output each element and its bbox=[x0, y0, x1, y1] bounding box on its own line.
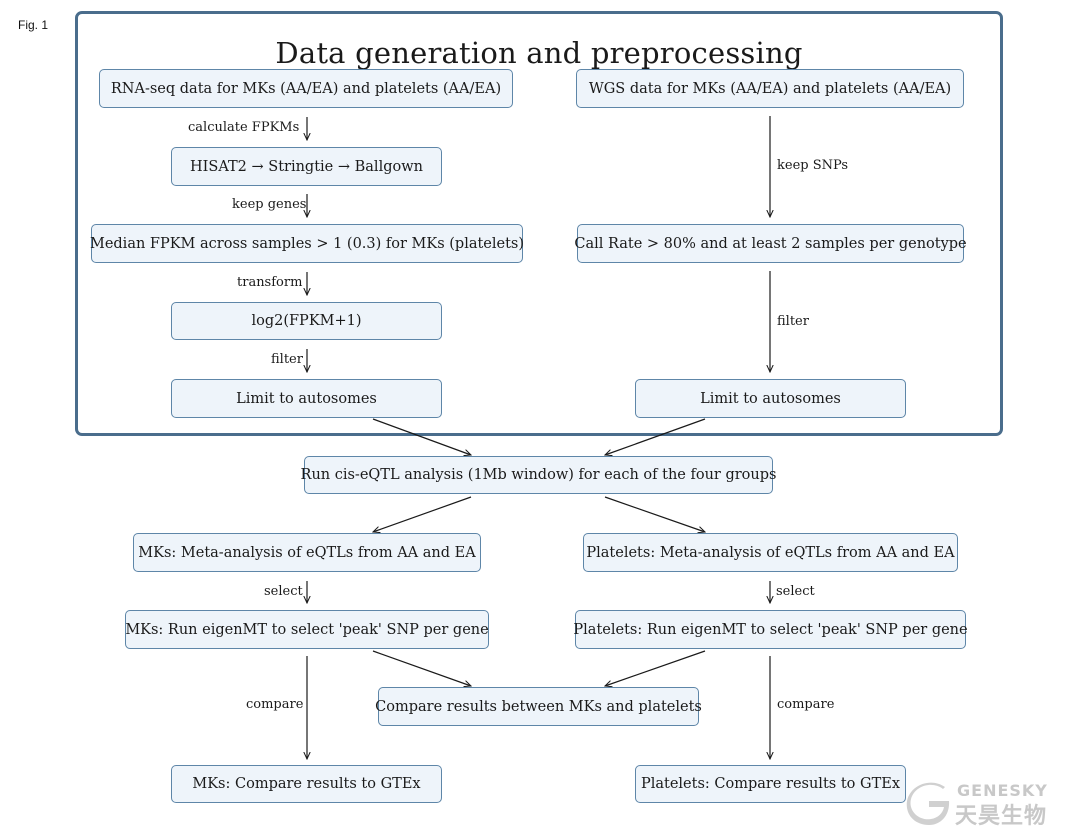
arrow-cis-to-mk bbox=[373, 496, 472, 532]
node-cis-eqtl: Run cis-eQTL analysis (1Mb window) for e… bbox=[301, 456, 776, 494]
edge-label-select-right: select bbox=[776, 584, 815, 599]
node-call-rate: Call Rate > 80% and at least 2 samples p… bbox=[574, 224, 967, 263]
node-limit-right: Limit to autosomes bbox=[635, 379, 906, 418]
arrow-right-to-cis bbox=[605, 418, 706, 455]
node-log2: log2(FPKM+1) bbox=[171, 302, 442, 340]
edge-label-keep-snps: keep SNPs bbox=[777, 158, 849, 173]
panel-title: Data generation and preprocessing bbox=[275, 36, 803, 70]
edge-label-transform: transform bbox=[237, 275, 303, 290]
edge-label-filter-right: filter bbox=[777, 314, 809, 329]
edge-label-select-left: select bbox=[264, 584, 303, 599]
node-platelets-meta: Platelets: Meta-analysis of eQTLs from A… bbox=[583, 533, 958, 572]
logo-text-cn: 天昊生物 bbox=[955, 804, 1048, 829]
node-median-fpkm: Median FPKM across samples > 1 (0.3) for… bbox=[90, 224, 524, 263]
edge-label-calc-fpkm: calculate FPKMs bbox=[188, 120, 300, 135]
edge-label-compare-left: compare bbox=[246, 697, 304, 712]
node-platelets-eigenmt: Platelets: Run eigenMT to select 'peak' … bbox=[573, 610, 968, 649]
figure-label: Fig. 1 bbox=[18, 18, 49, 32]
arrow-platelets-to-compare bbox=[605, 650, 706, 686]
arrow-mk-to-compare bbox=[372, 650, 471, 686]
node-mk-eigenmt: MKs: Run eigenMT to select 'peak' SNP pe… bbox=[125, 610, 489, 649]
preprocessing-panel: Data generation and preprocessing bbox=[75, 11, 1003, 436]
node-mk-gtex: MKs: Compare results to GTEx bbox=[171, 765, 442, 803]
edge-label-filter-left: filter bbox=[271, 352, 303, 367]
node-limit-left: Limit to autosomes bbox=[171, 379, 442, 418]
arrow-cis-to-platelets bbox=[604, 496, 705, 532]
logo-text-en: GENESKY bbox=[957, 781, 1048, 800]
node-mk-meta: MKs: Meta-analysis of eQTLs from AA and … bbox=[133, 533, 481, 572]
edge-label-keep-genes: keep genes bbox=[232, 197, 307, 212]
genesky-logo-icon bbox=[906, 782, 950, 825]
arrow-left-to-cis bbox=[372, 418, 471, 455]
node-platelets-gtex: Platelets: Compare results to GTEx bbox=[635, 765, 906, 803]
edge-label-compare-right: compare bbox=[777, 697, 835, 712]
node-hisat: HISAT2 → Stringtie → Ballgown bbox=[171, 147, 442, 186]
node-compare-between: Compare results between MKs and platelet… bbox=[375, 687, 702, 726]
node-rna-seq: RNA-seq data for MKs (AA/EA) and platele… bbox=[99, 69, 513, 108]
genesky-logo: GENESKY 天昊生物 bbox=[905, 779, 1065, 829]
node-wgs: WGS data for MKs (AA/EA) and platelets (… bbox=[576, 69, 964, 108]
